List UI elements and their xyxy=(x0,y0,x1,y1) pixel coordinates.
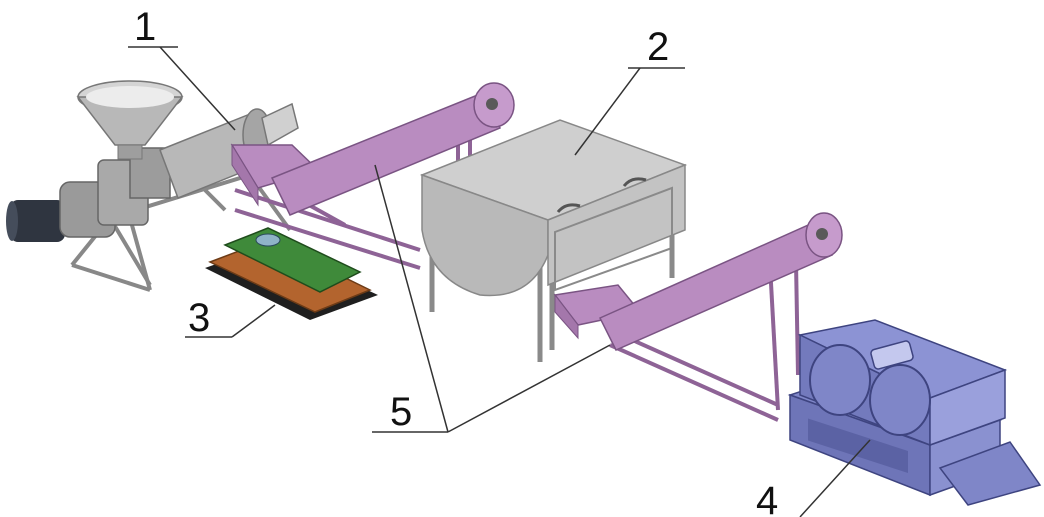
dryer-drum-right xyxy=(869,364,931,436)
extruder-hopper xyxy=(76,80,184,160)
control-box xyxy=(205,227,378,320)
callout-3: 3 xyxy=(188,296,210,340)
lid-handle-right xyxy=(622,177,647,187)
conveyor-lower-end-cap xyxy=(816,228,828,240)
callout-1: 1 xyxy=(134,5,156,49)
dryer-drum-left xyxy=(809,344,871,416)
dryer-top-hatch xyxy=(870,340,914,370)
dryer xyxy=(787,319,1042,506)
callout-4: 4 xyxy=(756,479,778,517)
hopper-tank xyxy=(419,119,688,362)
conveyor-upper-tube xyxy=(270,91,501,216)
leader-lines xyxy=(128,46,871,517)
hopper-tank-front xyxy=(421,173,549,297)
conveyor-lower xyxy=(553,212,843,422)
lid-handle-left xyxy=(556,203,581,213)
callout-5: 5 xyxy=(390,390,412,434)
conveyor-upper-end-cap xyxy=(486,98,498,110)
dryer-output-tray xyxy=(938,441,1042,506)
motor xyxy=(6,159,149,242)
callout-2: 2 xyxy=(647,25,669,69)
conveyor-upper xyxy=(230,82,515,270)
